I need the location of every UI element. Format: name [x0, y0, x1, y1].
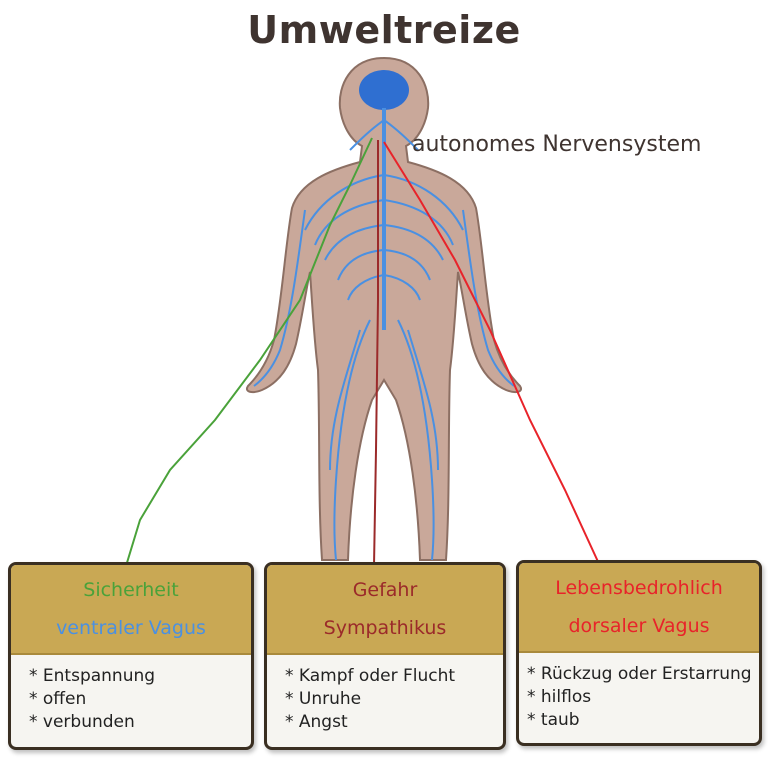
brain	[359, 70, 409, 110]
ans-label: autonomes Nervensystem	[412, 132, 702, 157]
state-box-header: Sicherheit ventraler Vagus	[11, 565, 251, 655]
symptom-list: Entspannung offen verbunden	[11, 655, 251, 734]
list-item: Entspannung	[29, 665, 251, 688]
nerve-label: ventraler Vagus	[56, 617, 206, 639]
diagram-title: Umweltreize	[247, 8, 521, 52]
nerve-network	[253, 108, 515, 561]
connector-line-gefahr	[373, 140, 379, 567]
state-box-sicherheit: Sicherheit ventraler Vagus Entspannung o…	[8, 562, 254, 750]
list-item: Unruhe	[285, 688, 503, 711]
nerve-label: Sympathikus	[323, 617, 447, 639]
state-label: Lebensbedrohlich	[555, 577, 723, 599]
state-box-gefahr: Gefahr Sympathikus Kampf oder Flucht Unr…	[264, 562, 506, 750]
state-box-header: Gefahr Sympathikus	[267, 565, 503, 655]
state-label: Sicherheit	[83, 579, 179, 601]
state-box-header: Lebensbedrohlich dorsaler Vagus	[519, 563, 759, 653]
state-box-lebensbedrohlich: Lebensbedrohlich dorsaler Vagus Rückzug …	[516, 560, 762, 746]
connector-line-lebensbedrohlich	[383, 141, 601, 567]
symptom-list: Rückzug oder Erstarrung hilflos taub	[519, 653, 759, 732]
list-item: hilflos	[527, 686, 759, 709]
symptom-list: Kampf oder Flucht Unruhe Angst	[267, 655, 503, 734]
list-item: taub	[527, 709, 759, 732]
connector-line-sicherheit	[125, 137, 373, 567]
list-item: Kampf oder Flucht	[285, 665, 503, 688]
list-item: Angst	[285, 711, 503, 734]
list-item: offen	[29, 688, 251, 711]
list-item: Rückzug oder Erstarrung	[527, 663, 759, 686]
state-label: Gefahr	[352, 579, 418, 601]
nerve-label: dorsaler Vagus	[568, 615, 710, 637]
list-item: verbunden	[29, 711, 251, 734]
